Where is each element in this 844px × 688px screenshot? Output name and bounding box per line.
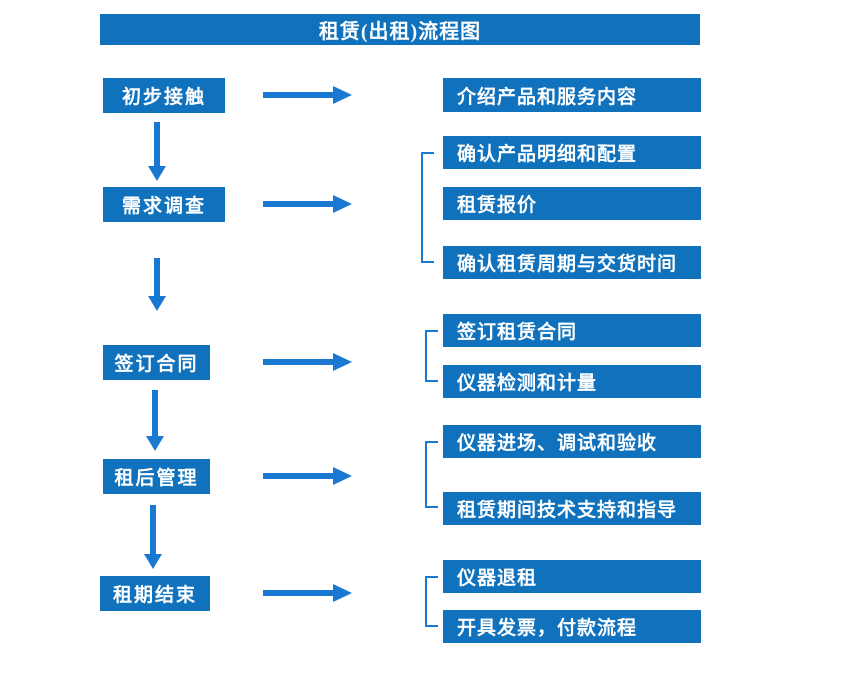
step-box-demand-survey: 需求调查 [103,187,225,222]
step-box-post-rental-mgmt: 租后管理 [103,459,210,494]
right-arrow-3 [263,353,352,371]
down-arrow-1 [148,122,166,181]
detail-box-invoice-payment: 开具发票，付款流程 [443,610,701,643]
step-box-sign-contract: 签订合同 [103,345,210,380]
down-arrow-4 [144,505,162,569]
flowchart-title: 租赁(出租)流程图 [100,14,700,45]
detail-box-confirm-product-config: 确认产品明细和配置 [443,136,701,169]
step-box-rental-end: 租期结束 [100,576,210,611]
bracket-demand-survey [421,152,434,263]
detail-box-instrument-setup-acceptance: 仪器进场、调试和验收 [443,425,701,458]
detail-box-instrument-return: 仪器退租 [443,560,701,593]
detail-box-rental-quote: 租赁报价 [443,187,701,220]
right-arrow-5 [263,584,352,602]
detail-box-sign-rental-contract: 签订租赁合同 [443,314,701,347]
bracket-sign-contract [425,330,438,382]
detail-box-instrument-testing: 仪器检测和计量 [443,365,701,398]
down-arrow-3 [146,390,164,451]
detail-box-introduce-products: 介绍产品和服务内容 [443,78,701,112]
bracket-post-rental-mgmt [425,441,438,508]
right-arrow-2 [263,195,352,213]
bracket-rental-end [425,576,438,627]
detail-box-tech-support: 租赁期间技术支持和指导 [443,492,701,525]
down-arrow-2 [148,258,166,311]
step-box-initial-contact: 初步接触 [103,78,225,113]
right-arrow-1 [263,86,352,104]
right-arrow-4 [263,467,352,485]
detail-box-confirm-period-delivery: 确认租赁周期与交货时间 [443,246,701,279]
